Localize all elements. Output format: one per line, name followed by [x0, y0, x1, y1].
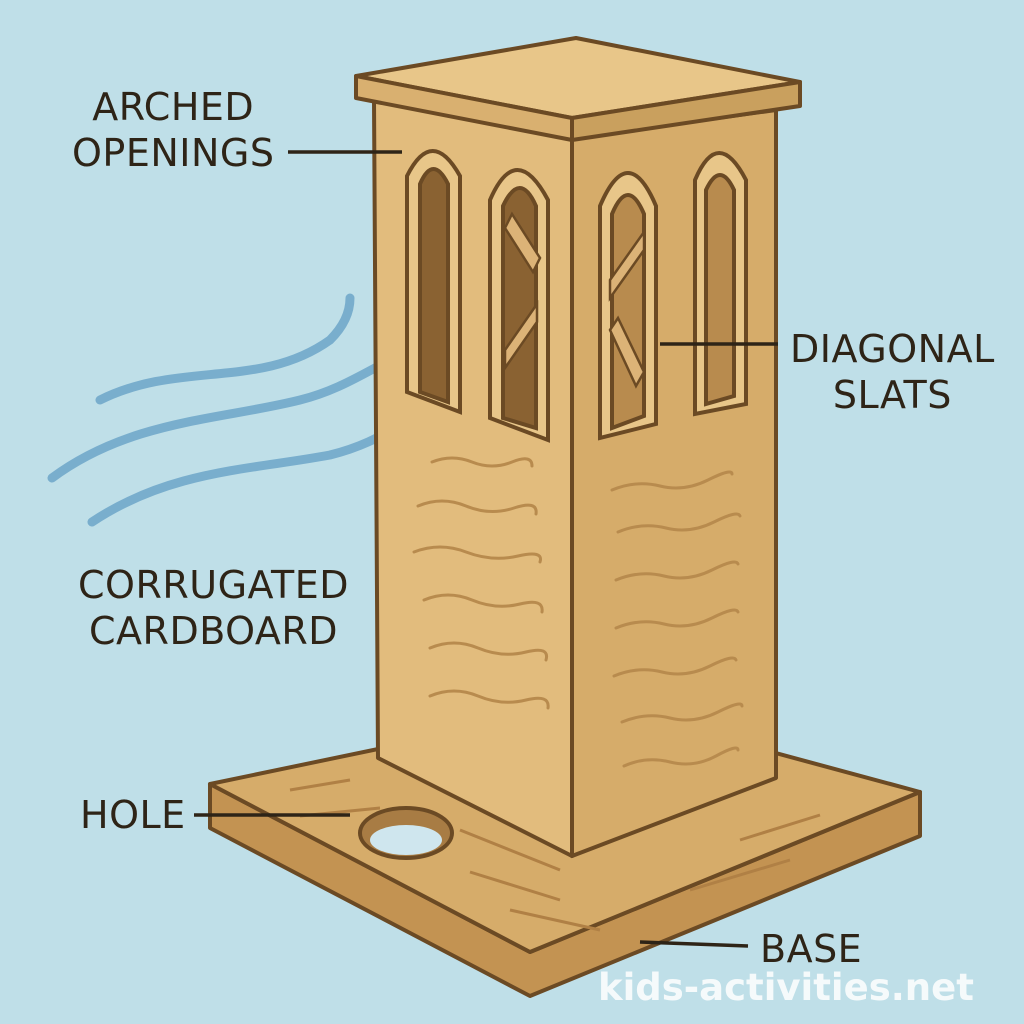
wind-stream	[95, 293, 355, 405]
corrugation-lines	[412, 456, 744, 768]
label-corrugated-cardboard: CORRUGATED CARDBOARD	[78, 563, 350, 653]
label-arched-openings: ARCHED OPENINGS	[72, 85, 275, 175]
leader-lines	[194, 150, 778, 948]
label-diagonal-slats: DIAGONAL SLATS	[790, 327, 995, 417]
hole	[358, 806, 454, 860]
label-hole: HOLE	[80, 793, 186, 837]
label-base: BASE	[760, 927, 863, 971]
diagonal-slats	[503, 211, 646, 389]
watermark: kids-activities.net	[598, 966, 974, 1009]
base-leader	[639, 940, 749, 948]
